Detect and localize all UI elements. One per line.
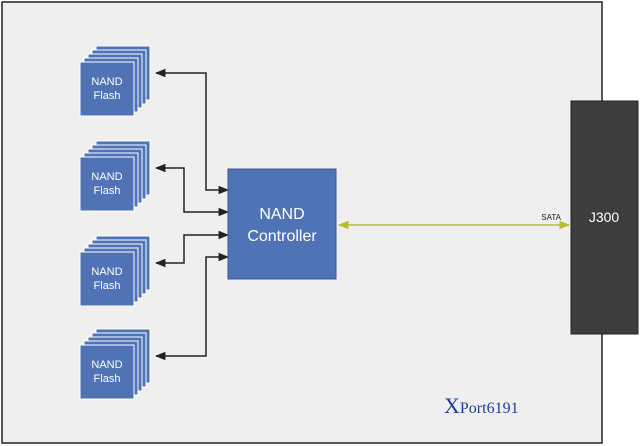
nand-chip-label-line1: NAND: [91, 266, 122, 278]
sata-link: SATA: [337, 213, 571, 230]
nand-controller: NAND Controller: [227, 168, 337, 280]
nand-flash-stack: NAND Flash: [79, 140, 151, 212]
nand-flash-stack: NAND Flash: [79, 328, 151, 400]
brand-logo: XPort6191: [444, 393, 519, 418]
nand-chip-label-line2: Flash: [94, 90, 121, 102]
nand-chip-label-line2: Flash: [94, 280, 121, 292]
bus-connectors: [154, 68, 230, 361]
brand-x: X: [444, 393, 460, 418]
bus-line-chip-2: [154, 163, 230, 217]
nand-flash-chip: [79, 61, 135, 117]
bus-line-chip-4: [154, 252, 230, 361]
nand-flash-chip: [79, 251, 135, 307]
brand-name: Port6191: [460, 400, 519, 417]
nand-flash-stack: NAND Flash: [79, 45, 151, 117]
nand-chip-label-line2: Flash: [94, 185, 121, 197]
nand-flash-stack: NAND Flash: [79, 235, 151, 307]
controller-label-line1: NAND: [259, 206, 304, 223]
sata-label: SATA: [541, 213, 561, 222]
j300-connector: J300: [570, 100, 639, 335]
nand-chip-label-line1: NAND: [91, 76, 122, 88]
controller-label-line2: Controller: [247, 228, 317, 245]
nand-flash-chip: [79, 344, 135, 400]
nand-flash-chip: [79, 156, 135, 212]
nand-chip-label-line1: NAND: [91, 359, 122, 371]
nand-chip-label-line1: NAND: [91, 171, 122, 183]
connector-label: J300: [589, 209, 620, 225]
nand-chip-label-line2: Flash: [94, 373, 121, 385]
